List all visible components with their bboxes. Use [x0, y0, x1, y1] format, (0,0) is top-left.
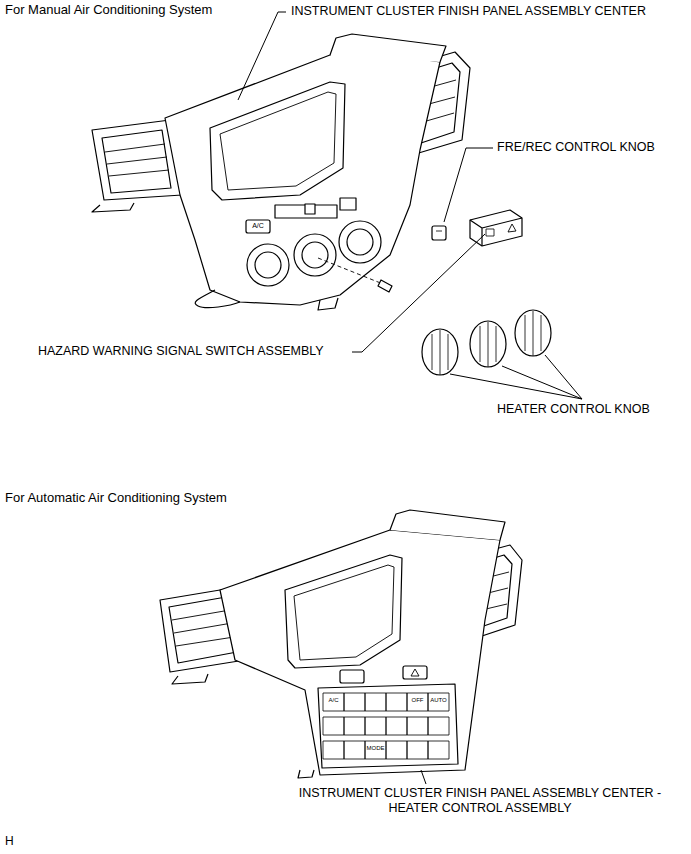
- part-name: HAZARD WARNING SIGNAL SWITCH ASSEMBLY: [38, 344, 324, 359]
- fre-rec-knob: [432, 226, 446, 240]
- manual-panel: [92, 34, 470, 310]
- part-name: HEATER CONTROL KNOB: [497, 402, 650, 417]
- part-name: FRE/REC CONTROL KNOB: [497, 140, 655, 155]
- section-heading: For Manual Air Conditioning System: [5, 2, 212, 18]
- part-name: INSTRUMENT CLUSTER FINISH PANEL ASSEMBLY…: [282, 786, 678, 816]
- button-text: A/C: [323, 697, 344, 704]
- leader-lines: [421, 770, 426, 784]
- button-text: OFF: [407, 697, 428, 704]
- auto-panel: [160, 510, 522, 778]
- part-name: INSTRUMENT CLUSTER FINISH PANEL ASSEMBLY…: [291, 4, 646, 19]
- section-heading: For Automatic Air Conditioning System: [5, 490, 227, 506]
- heater-knobs: [422, 310, 551, 375]
- button-text: AUTO: [428, 697, 449, 704]
- button-text: A/C: [246, 222, 270, 230]
- figure-code: H: [5, 834, 14, 848]
- button-text: MODE: [365, 745, 386, 752]
- leader-lines: [238, 12, 582, 399]
